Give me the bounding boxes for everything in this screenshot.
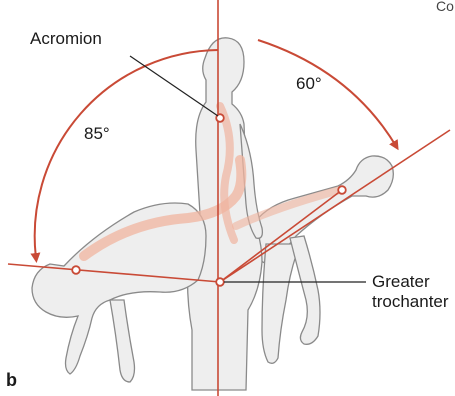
acromion-label: Acromion: [30, 29, 102, 49]
corner-cropped-text: Co: [436, 0, 454, 16]
panel-letter: b: [6, 370, 17, 390]
angle-85-label: 85°: [84, 124, 110, 144]
extended-figure: [252, 156, 393, 363]
extended-acromion-point: [338, 186, 346, 194]
angle-arc-60: [258, 40, 396, 146]
greater-trochanter-label-line1: Greater: [372, 272, 430, 292]
angle-60-label: 60°: [296, 74, 322, 94]
flexed-acromion-point: [72, 266, 80, 274]
greater-trochanter-point: [216, 278, 224, 286]
greater-trochanter-label-line2: trochanter: [372, 292, 449, 312]
